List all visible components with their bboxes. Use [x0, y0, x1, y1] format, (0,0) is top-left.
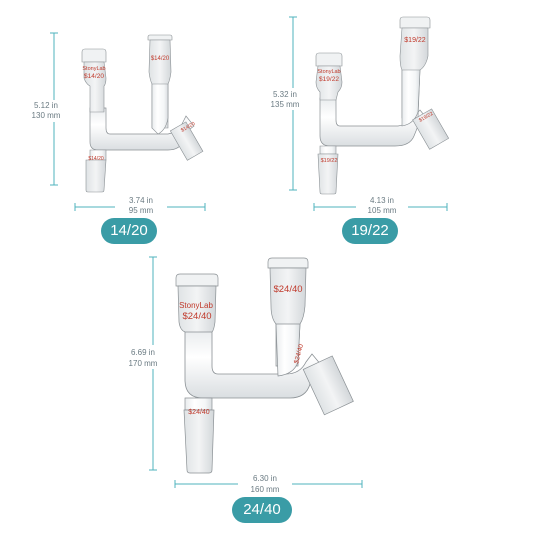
width-mm-label: 105 mm: [368, 206, 397, 215]
adapter-24-40: 6.69 in 170 mm StonyLab $24/40 $24/40 $2…: [128, 256, 363, 495]
width-in-label: 6.30 in: [253, 474, 277, 483]
adapter-14-20: 5.12 in 130 mm StonyLab $14/20 $14/20 $1…: [30, 32, 206, 216]
brand-mark: StonyLab: [317, 69, 340, 75]
height-mm-label: 170 mm: [129, 359, 158, 368]
brand-mark: StonyLab: [179, 301, 213, 310]
size-badge-19-22: 19/22: [342, 218, 398, 244]
height-in-label: 5.12 in: [34, 101, 58, 110]
height-in-label: 6.69 in: [131, 348, 155, 357]
brand-mark: StonyLab: [82, 66, 105, 72]
size-badge-14-20: 14/20: [101, 218, 157, 244]
joint-mark-right: $24/40: [273, 284, 302, 295]
width-in-label: 4.13 in: [370, 196, 394, 205]
width-mm-label: 160 mm: [251, 485, 280, 494]
width-in-label: 3.74 in: [129, 196, 153, 205]
height-in-label: 5.32 in: [273, 90, 297, 99]
joint-mark-bottom: $19/22: [321, 158, 338, 164]
joint-mark-right: $14/20: [151, 56, 170, 62]
size-badge-24-40: 24/40: [232, 497, 292, 523]
joint-mark-bottom: $24/40: [188, 409, 210, 416]
width-mm-label: 95 mm: [129, 206, 154, 215]
joint-mark-left: $19/22: [319, 76, 339, 83]
joint-mark-left: $24/40: [182, 311, 211, 322]
joint-mark-right: $19/22: [404, 37, 426, 44]
height-mm-label: 130 mm: [32, 111, 61, 120]
height-mm-label: 135 mm: [271, 100, 300, 109]
adapter-19-22: 5.32 in 135 mm StonyLab $19/22 $19/22 $1…: [270, 16, 450, 216]
joint-mark-left: $14/20: [84, 73, 104, 80]
joint-mark-bottom: $14/20: [88, 156, 104, 162]
